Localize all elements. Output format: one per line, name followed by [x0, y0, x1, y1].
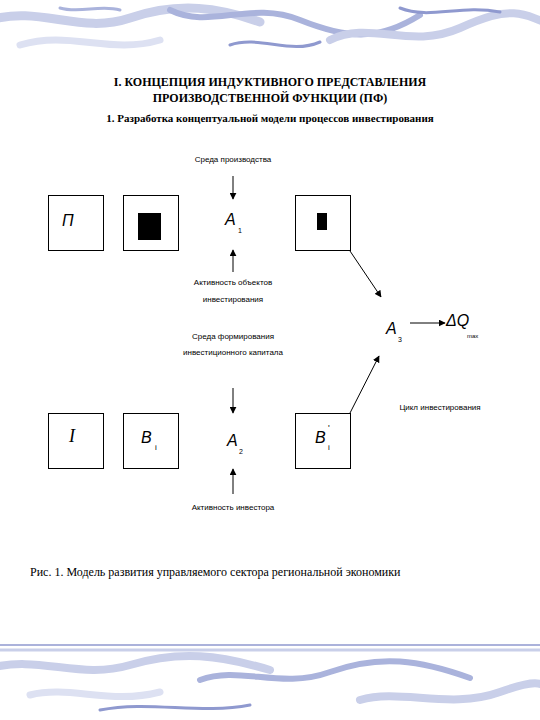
filled-square	[138, 213, 161, 240]
section-heading: 1. Разработка концептуальной модели проц…	[20, 111, 520, 125]
flow-arrow	[410, 323, 445, 324]
input-box: I	[48, 413, 104, 469]
node-text: i	[328, 443, 330, 453]
node-text: B	[141, 429, 152, 447]
object-box	[296, 196, 351, 251]
input-arrow	[233, 388, 234, 413]
cycle-label: Цикл инвестирования	[395, 399, 485, 416]
node-text: '	[328, 423, 330, 434]
input-box: П	[48, 195, 104, 251]
capital-box: B' i	[295, 413, 351, 469]
symbol-subscript: 2	[239, 447, 251, 456]
diagram-figure	[124, 176, 446, 494]
symbol-subscript: 1	[238, 226, 250, 235]
filled-square	[317, 213, 327, 230]
activity-label: Активность объектов инвестирования	[168, 274, 298, 308]
slide-title: I. КОНЦЕПЦИЯ ИНДУКТИВНОГО ПРЕДСТАВЛЕНИЯ …	[60, 74, 480, 106]
symbol-subscript: max	[467, 332, 491, 340]
activity-label: Активность инвестора	[178, 499, 288, 516]
node-text: B	[315, 429, 326, 447]
input-arrow	[233, 469, 234, 494]
capital-box: Bi	[123, 413, 179, 469]
top-waves	[0, 8, 540, 47]
node-text: I	[69, 426, 75, 446]
object-box	[124, 196, 179, 251]
output-symbol: ΔQ	[446, 312, 476, 330]
symbol-subscript: 3	[398, 335, 410, 344]
process-symbol: A	[227, 432, 247, 450]
environment-label: Среда формирования инвестиционного капит…	[178, 329, 288, 361]
node-text: П	[62, 212, 74, 230]
bottom-waves	[0, 645, 540, 710]
input-arrow	[233, 250, 234, 272]
input-arrow	[233, 176, 234, 199]
flow-arrow	[350, 251, 381, 297]
environment-label: Среда производства	[168, 154, 298, 166]
figure-caption: Рис. 1. Модель развития управляемого сек…	[30, 565, 510, 580]
process-symbol: A	[386, 320, 406, 338]
process-symbol: A	[225, 211, 245, 229]
node-text: i	[155, 443, 157, 453]
flow-arrow	[350, 356, 379, 413]
